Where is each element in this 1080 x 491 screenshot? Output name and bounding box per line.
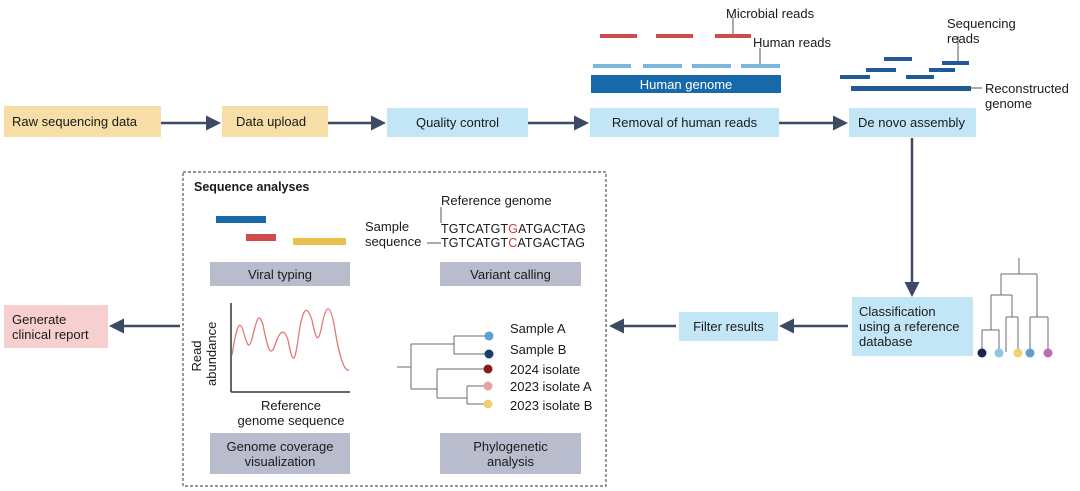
classification-tree-leaves <box>977 348 1053 358</box>
coverage-plot <box>230 303 350 393</box>
phylogenetic-analysis-box: Phylogenetic analysis <box>440 433 581 474</box>
microbial-read <box>715 34 751 38</box>
human-read <box>741 64 780 68</box>
quality-control-step: Quality control <box>387 108 528 137</box>
phylo-leaf-label: Sample B <box>510 342 567 357</box>
coverage-curve <box>231 308 350 371</box>
viral-typing-box: Viral typing <box>210 262 350 286</box>
filter-results-label: Filter results <box>693 319 764 334</box>
sequence-analyses-frame <box>182 171 607 487</box>
sequencing-reads-label: Sequencing reads <box>947 16 1016 46</box>
classification-label-line2: using a reference <box>859 319 960 334</box>
sample-sequence-label: Sample sequence <box>365 219 422 249</box>
phylo-leaf-marker <box>484 349 494 359</box>
phylo-leaf-label: 2024 isolate <box>510 362 581 377</box>
de-novo-assembly-step: De novo assembly <box>849 108 976 137</box>
viral-type-bar <box>216 216 266 223</box>
sequencing-read <box>906 75 934 79</box>
human-genome-bar <box>591 75 781 93</box>
classification-leaf-marker <box>977 348 987 358</box>
human-read <box>643 64 682 68</box>
classification-leaf-marker <box>1013 348 1023 358</box>
clinical-report-label-line1: Generate <box>12 311 67 327</box>
sequence-analyses-title: Sequence analyses <box>194 180 310 194</box>
human-read <box>692 64 731 68</box>
clinical-report-label-line2: clinical report <box>12 326 89 342</box>
variant-calling-box: Variant calling <box>440 262 581 286</box>
microbial-read <box>600 34 637 38</box>
viral-typing-diagram <box>216 216 346 245</box>
classification-tree <box>981 258 1049 352</box>
assembly-diagram <box>840 36 982 91</box>
quality-control-label: Quality control <box>415 115 500 130</box>
removal-of-human-reads-label: Removal of human reads <box>611 115 758 130</box>
classification-leaf-marker <box>1025 348 1035 358</box>
phylo-leaf-label: 2023 isolate A <box>510 379 592 394</box>
reference-variant-base: G <box>508 222 519 236</box>
filter-results-step: Filter results <box>679 312 778 341</box>
classification-leaf-marker <box>1043 348 1053 358</box>
coverage-x-axis-label: Reference genome sequence <box>237 398 345 428</box>
sequencing-read <box>840 75 870 79</box>
generate-clinical-report-step: Generate clinical report <box>4 305 108 348</box>
phylo-leaf-label: 2023 isolate B <box>510 398 593 413</box>
genome-coverage-box: Genome coverage visualization <box>210 433 350 474</box>
viral-type-bar <box>293 238 346 245</box>
phylo-leaf-marker <box>483 364 493 374</box>
classification-label-line1: Classification <box>859 304 936 319</box>
sequencing-read <box>929 68 955 72</box>
classification-leaf-marker <box>994 348 1004 358</box>
data-upload-step: Data upload <box>222 106 328 137</box>
human-read <box>593 64 631 68</box>
raw-sequencing-data-label: Raw sequencing data <box>12 114 138 129</box>
reference-genome-label: Reference genome <box>441 193 552 208</box>
reconstructed-genome-bar <box>851 86 971 91</box>
human-genome-label: Human genome <box>639 77 733 92</box>
phylogenetic-tree <box>397 335 489 405</box>
phylo-leaf-label: Sample A <box>510 321 566 336</box>
phylo-leaf-marker <box>484 331 494 341</box>
coverage-y-axis-label: Read abundance <box>189 321 219 386</box>
raw-sequencing-data-step: Raw sequencing data <box>4 106 161 137</box>
sample-sequence: TGTCATGTCATGACTAG <box>441 236 586 250</box>
viral-type-bar <box>246 234 276 241</box>
viral-typing-label: Viral typing <box>247 266 313 282</box>
phylo-leaf-marker <box>483 399 493 409</box>
human-removal-diagram <box>591 17 781 93</box>
classification-label-line3: database <box>859 334 913 349</box>
sequencing-read <box>866 68 896 72</box>
classification-step: Classification using a reference databas… <box>852 297 973 356</box>
human-reads-label: Human reads <box>753 35 832 50</box>
variant-calling-label: Variant calling <box>470 266 551 282</box>
microbial-reads-label: Microbial reads <box>726 6 815 21</box>
sequencing-read <box>884 57 912 61</box>
data-upload-label: Data upload <box>236 114 307 129</box>
microbial-read <box>656 34 693 38</box>
phylo-leaf-marker <box>483 381 493 391</box>
sample-variant-base: C <box>508 236 518 250</box>
removal-of-human-reads-step: Removal of human reads <box>590 108 779 137</box>
reconstructed-genome-label: Reconstructed genome <box>985 81 1069 111</box>
reference-sequence: TGTCATGTGATGACTAG <box>441 222 586 236</box>
sequencing-read <box>942 61 969 65</box>
de-novo-assembly-label: De novo assembly <box>858 115 965 130</box>
phylogenetic-leaf-markers <box>483 331 494 409</box>
